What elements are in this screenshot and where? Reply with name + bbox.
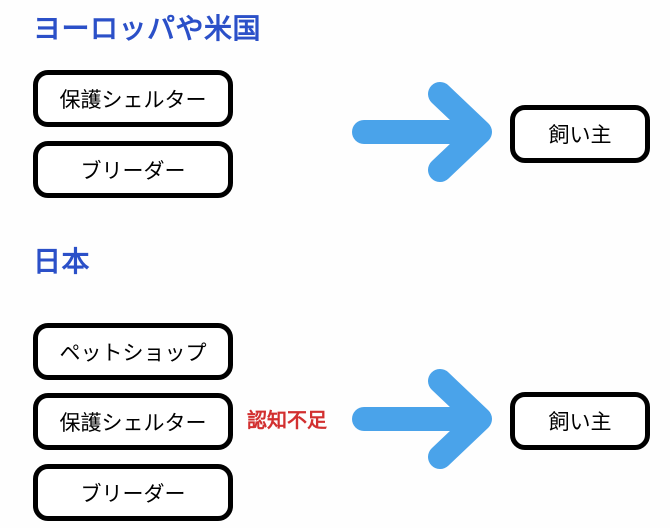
- source-box-breeder-japan: ブリーダー: [33, 464, 233, 521]
- source-box-shelter-japan: 保護シェルター: [33, 393, 233, 450]
- section-heading-japan: 日本: [33, 245, 91, 278]
- destination-box-owner-western: 飼い主: [510, 105, 650, 163]
- right-arrow-icon: [352, 82, 492, 182]
- annotation-awareness-gap: 認知不足: [247, 408, 327, 432]
- source-box-petshop-japan: ペットショップ: [33, 323, 233, 380]
- right-arrow-icon: [352, 369, 492, 469]
- source-box-shelter-western: 保護シェルター: [33, 70, 233, 127]
- section-heading-western: ヨーロッパや米国: [33, 12, 262, 45]
- source-box-breeder-western: ブリーダー: [33, 141, 233, 198]
- destination-box-owner-japan: 飼い主: [510, 392, 650, 450]
